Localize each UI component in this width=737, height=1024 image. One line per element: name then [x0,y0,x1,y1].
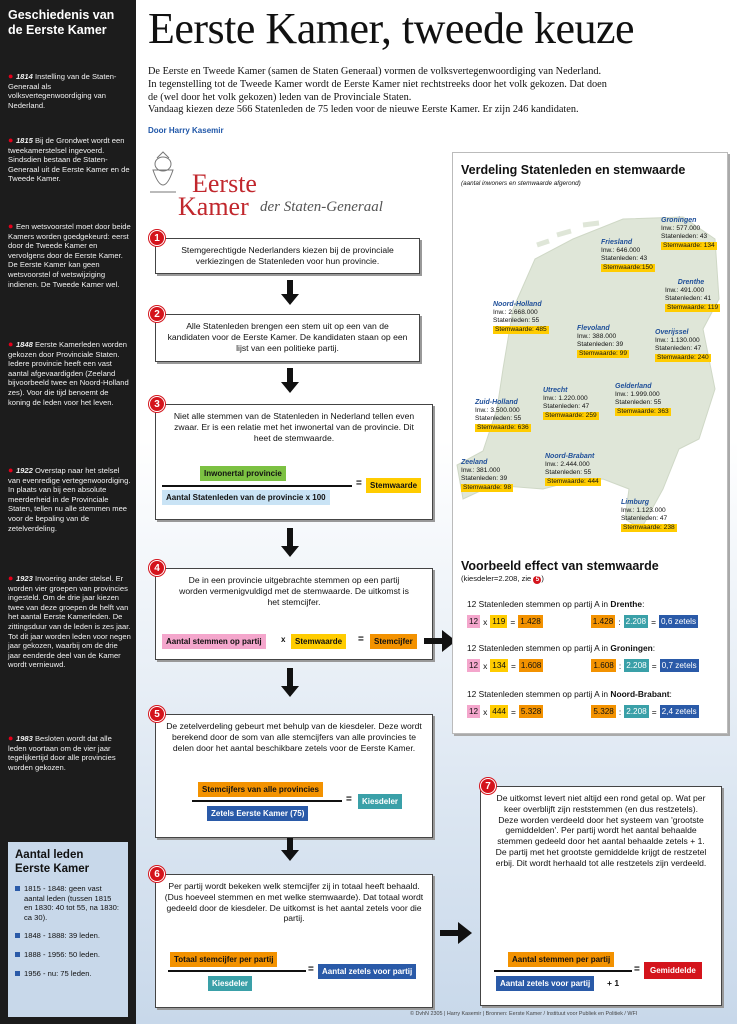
member-count-row: 1815 - 1848: geen vast aantal leden (tus… [15,884,121,922]
formula-statenleden: Aantal Statenleden van de provincie x 10… [162,490,330,505]
member-count-row: 1848 - 1888: 39 leden. [15,931,121,941]
history-entry-1983: ● 1983 Besloten wordt dat alle leden voo… [8,733,116,772]
equals-sign: = [308,964,314,975]
formula-totaal-stemcijfer: Totaal stemcijfer per partij [170,952,278,967]
member-count-box: Aantal leden Eerste Kamer 1815 - 1848: g… [8,842,128,1017]
credits: © DvhN 2305 | Harry Kasemir | Bronnen: E… [410,1011,638,1017]
formula-stemwaarde: Stemwaarde [291,634,347,649]
fraction-line [494,970,632,972]
member-count-row: 1888 - 1956: 50 leden. [15,950,121,960]
step-1-box: Stemgerechtigde Nederlanders kiezen bij … [155,238,420,274]
step-5-number: 5 [149,706,165,722]
formula-stemwaarde: Stemwaarde [366,478,422,493]
step-7-number: 7 [480,778,496,794]
times-sign: x [281,635,286,644]
bullet-icon: ● [8,71,16,81]
formula-kiesdeler: Kiesdeler [208,976,253,991]
intro-text: De Eerste en Tweede Kamer (samen de Stat… [148,66,607,116]
map-panel: Verdeling Statenleden en stemwaarde (aan… [452,152,728,734]
history-entry-1923: ● 1923 Invoering ander stelsel. Er worde… [8,573,131,670]
square-bullet-icon [15,933,20,939]
square-bullet-icon [15,970,20,976]
formula-stemcijfer: Stemcijfer [370,634,417,649]
formula-aantal-stemmen: Aantal stemmen op partij [162,634,266,649]
step-3-number: 3 [149,396,165,412]
step-2-box: Alle Statenleden brengen een stem uit op… [155,314,420,362]
step-2-number: 2 [149,306,165,322]
example-row-label: 12 Statenleden stemmen op partij A in Gr… [467,643,656,653]
fraction-line [192,800,342,802]
sidebar-title: Geschiedenis van de Eerste Kamer [8,8,115,37]
fraction-line [162,485,352,487]
step-1-number: 1 [149,230,165,246]
equals-sign: = [634,964,640,975]
history-sidebar: Geschiedenis van de Eerste Kamer ● 1814 … [0,0,136,1024]
history-entry-1815: ● 1815 Bij de Grondwet wordt een tweekam… [8,135,130,184]
step-6-box: Per partij wordt bekeken welk stemcijfer… [155,874,433,1008]
fraction-line [168,970,306,972]
map-subtitle: (aantal inwoners en stemwaarde afgerond) [461,180,581,187]
plus-one: + 1 [607,978,620,988]
equals-sign: = [356,478,362,489]
formula-kiesdeler: Kiesdeler [358,794,403,809]
formula-aantal-zetels: Aantal zetels voor partij [318,964,417,979]
member-count-title: Aantal leden Eerste Kamer [15,849,90,875]
bullet-icon: ● [8,339,16,349]
example-subtitle: (kiesdeler=2.208, zie 5) [461,574,544,584]
equals-sign: = [358,634,364,645]
formula-zetels: Zetels Eerste Kamer (75) [207,806,309,821]
history-entry-1848: ● 1848 Eerste Kamerleden worden gekozen … [8,339,129,407]
equals-sign: = [346,794,352,805]
member-count-row: 1956 - nu: 75 leden. [15,969,121,979]
page-title: Eerste Kamer, tweede keuze [148,4,635,53]
step-4-number: 4 [149,560,165,576]
history-entry-1814: ● 1814 Instelling van de Staten-Generaal… [8,71,117,110]
formula-stemcijfers-provincies: Stemcijfers van alle provincies [198,782,323,797]
formula-aantal-zetels-partij: Aantal zetels voor partij [496,976,595,991]
bullet-icon: ● [8,465,16,475]
square-bullet-icon [15,886,20,891]
eerste-kamer-logo: Eerste Kamer der Staten-Generaal [148,150,408,220]
example-row-label: 12 Statenleden stemmen op partij A in No… [467,689,672,699]
square-bullet-icon [15,951,20,957]
example-title: Voorbeeld effect van stemwaarde [461,559,659,573]
formula-aantal-stemmen-partij: Aantal stemmen per partij [508,952,615,967]
history-entry-1922: ● 1922 Overstap naar het stelsel van eve… [8,465,131,533]
history-entry-wetsvoorstel: ● Een wetsvoorstel moet door beide Kamer… [8,221,131,289]
example-row-label: 12 Statenleden stemmen op partij A in Dr… [467,599,645,609]
formula-gemiddelde: Gemiddelde [644,962,702,979]
arrow-right-icon [440,922,472,944]
bullet-icon: ● [8,573,16,583]
byline: Door Harry Kasemir [148,126,224,135]
bullet-icon: ● [8,733,16,743]
crest-icon [150,151,176,193]
step-6-number: 6 [149,866,165,882]
arrow-right-icon [424,630,456,652]
step-ref-badge: 5 [533,576,542,584]
formula-inwonertal: Inwonertal provincie [200,466,286,481]
map-title: Verdeling Statenleden en stemwaarde [461,163,686,177]
bullet-icon: ● [8,135,16,145]
bullet-icon: ● [8,221,16,231]
